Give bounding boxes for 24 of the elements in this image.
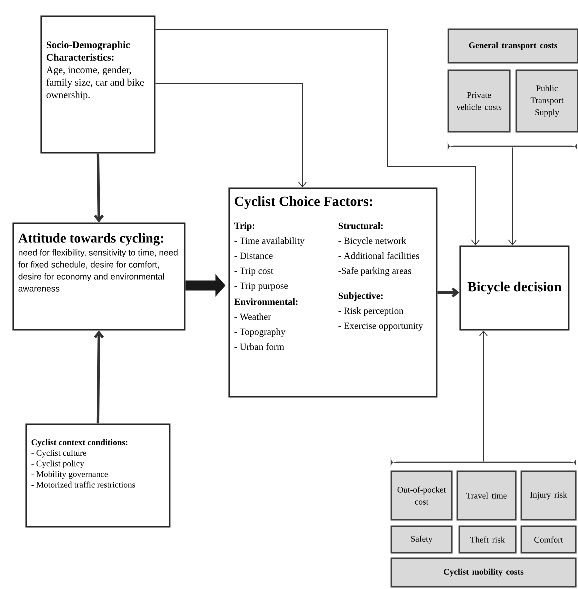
cost-box: Theft risk (458, 526, 517, 554)
arrow (155, 29, 480, 246)
arrow (508, 147, 518, 246)
bracket-bar (448, 142, 578, 152)
cost-box: Out-of-pocket cost (390, 470, 453, 521)
bracket-bar (390, 458, 576, 468)
cost-box: Public Transport Supply (516, 70, 578, 133)
arrow (94, 154, 104, 223)
cost-box: Travel time (456, 470, 517, 521)
arrow (479, 330, 488, 462)
factor-box: Cyclist Choice Factors: Trip: - Time availability - Distance - Trip cost - Trip purpose Environmental: - Weather - Topography - Urban form Structural: - Bicycle network - Additional facilities -Safe parking areas Subjective: - Risk perception - Exercise opportunity (228, 188, 438, 398)
cost-box: General transport costs (448, 28, 578, 64)
arrow (94, 330, 104, 424)
arrow (438, 288, 460, 298)
factor-box: Attitude towards cycling: need for flexibility, sensitivity to time, need for fixed schedule, desire for comfort, desire for economy and environmental awareness (12, 222, 186, 331)
cost-box: Cyclist mobility costs (390, 558, 577, 588)
cost-box: Safety (390, 526, 453, 554)
arrow (155, 83, 308, 188)
factor-box: Socio-Demographic Characteristics: Age, income, gender, family size, car and bike ownership. (40, 16, 156, 154)
decision-box: Bicycle decision (460, 246, 570, 331)
factor-box: Cyclist context conditions: - Cyclist culture - Cyclist policy - Mobility governance - Motorized traffic restrictions (26, 424, 171, 528)
cost-box: Private vehicle costs (448, 70, 511, 133)
cost-box: Injury risk (520, 470, 577, 521)
cost-box: Comfort (520, 526, 577, 554)
